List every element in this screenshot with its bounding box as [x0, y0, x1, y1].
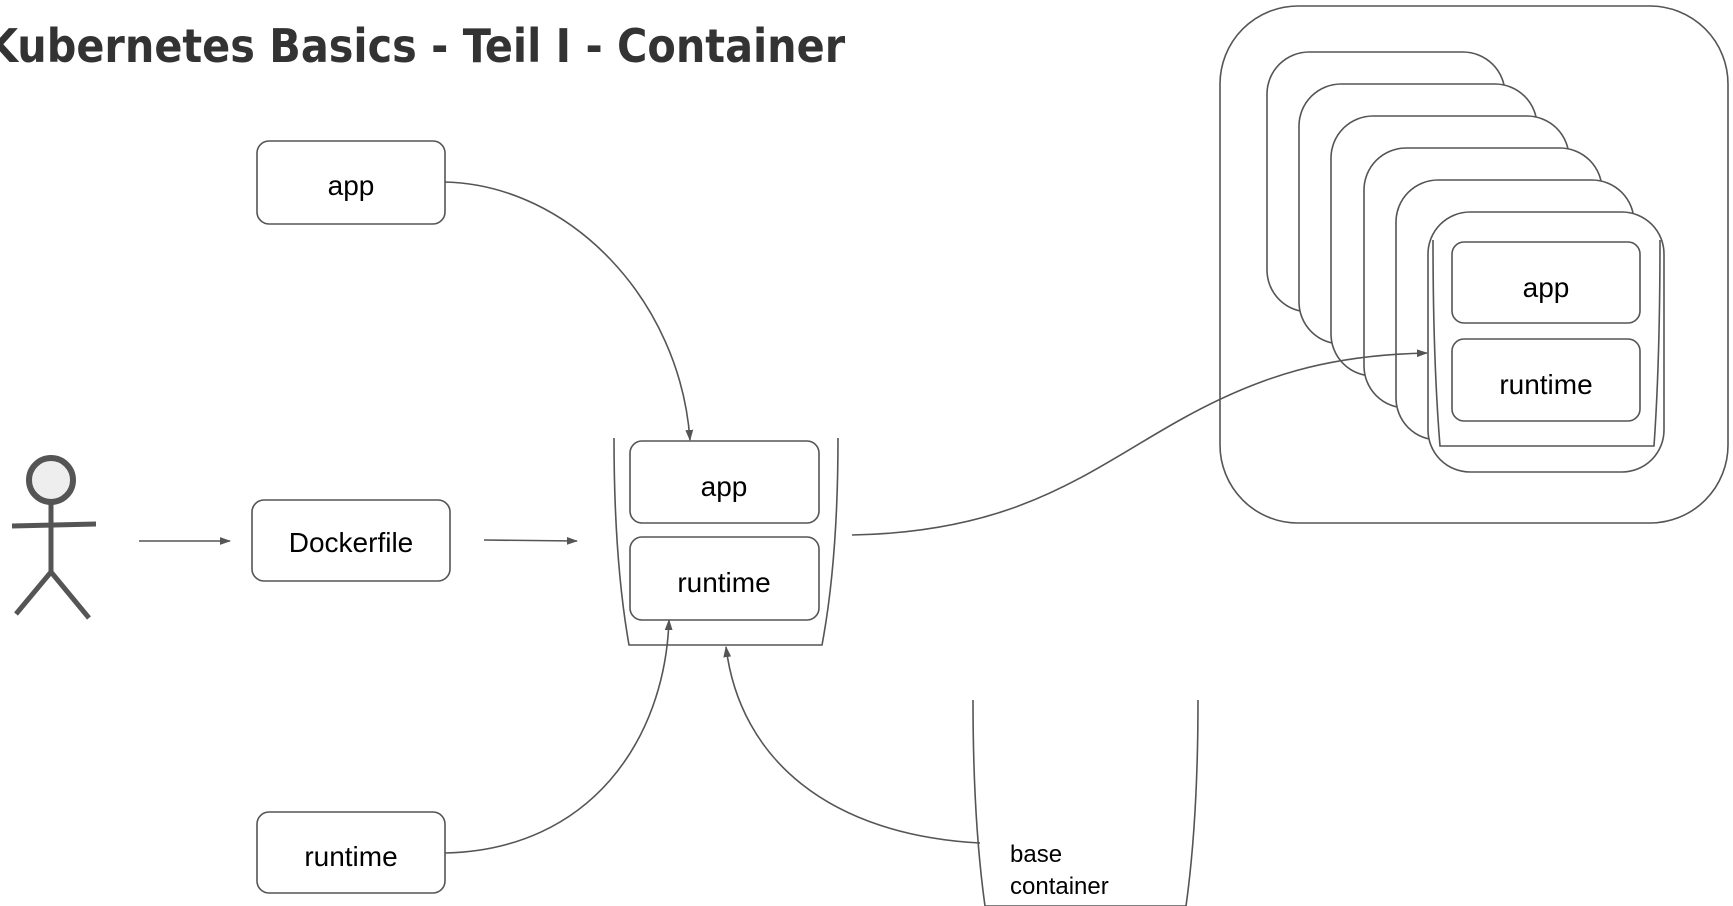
image-app-label: app — [701, 471, 748, 502]
base-container-label-line1: base — [1010, 841, 1062, 868]
app-source-node: app — [256, 140, 446, 225]
arrow-dockerfile-to-image — [483, 536, 579, 545]
base-container-label-line2: container — [1010, 873, 1109, 900]
arrow-app-to-image — [444, 181, 694, 442]
runtime-source-node: runtime — [256, 811, 446, 894]
arrow-image-to-cluster — [851, 349, 1429, 536]
dockerfile-label: Dockerfile — [289, 527, 413, 558]
cluster-app-box — [1451, 241, 1641, 324]
cluster-runtime-box — [1451, 338, 1641, 422]
cluster-node: app runtime — [1219, 5, 1729, 524]
page-title: Kubernetes Basics - Teil I - Container — [0, 19, 846, 73]
arrow-runtime-to-image — [444, 618, 673, 854]
arrow-base-to-image — [723, 645, 981, 844]
base-container: base container — [972, 699, 1199, 906]
cluster-runtime-label: runtime — [1499, 369, 1592, 400]
image-container: app runtime — [613, 437, 839, 646]
dockerfile-node: Dockerfile — [251, 499, 451, 582]
actor-icon — [11, 455, 97, 620]
app-source-label: app — [328, 170, 375, 201]
image-runtime-label: runtime — [677, 567, 770, 598]
runtime-source-label: runtime — [304, 841, 397, 872]
cluster-app-label: app — [1523, 272, 1570, 303]
